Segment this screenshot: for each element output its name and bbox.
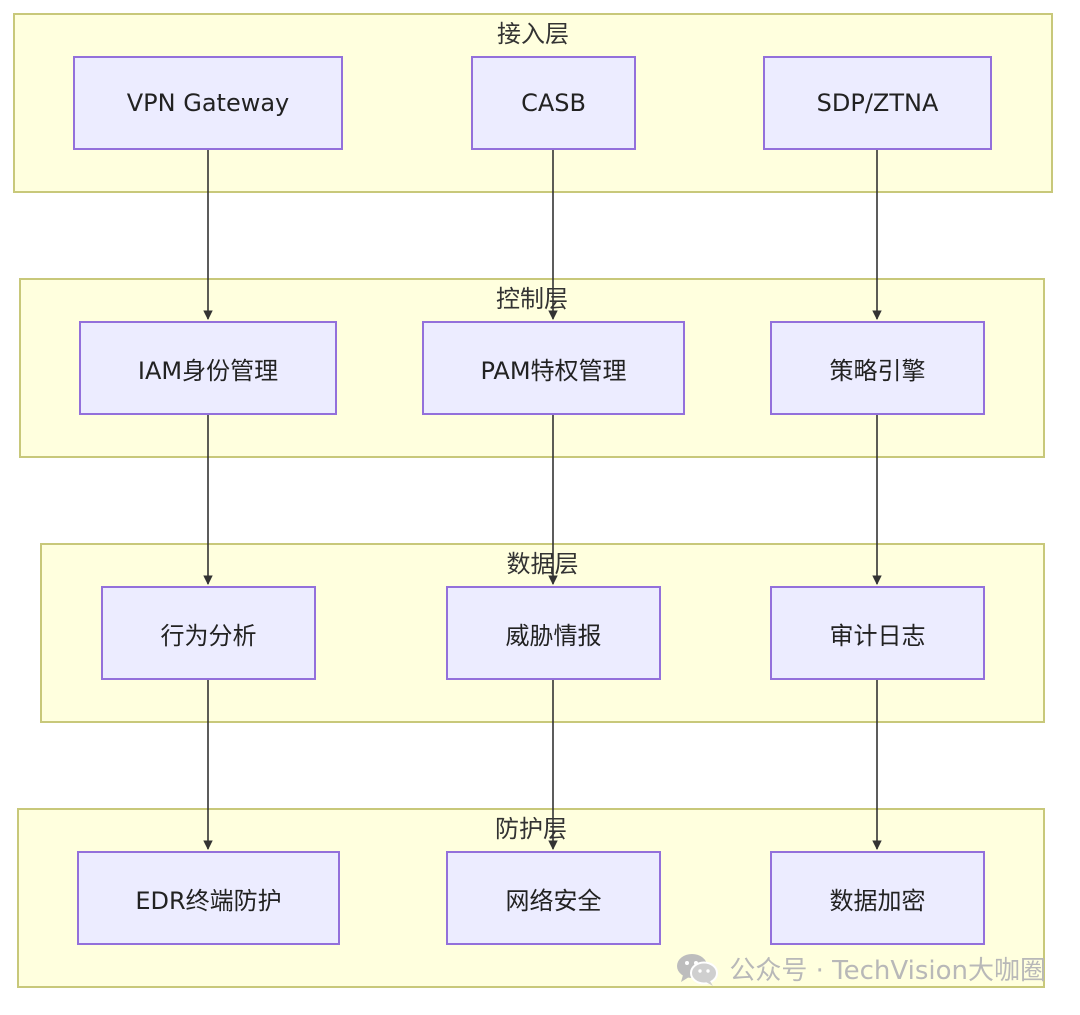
node-network-security[interactable]: 网络安全: [446, 851, 661, 945]
layer-title: 控制层: [496, 285, 568, 313]
layer-title: 接入层: [497, 20, 569, 48]
node-behavior-analysis[interactable]: 行为分析: [101, 586, 316, 680]
node-data-encryption[interactable]: 数据加密: [770, 851, 985, 945]
node-audit-log[interactable]: 审计日志: [770, 586, 985, 680]
layer-title: 防护层: [495, 815, 567, 843]
layer-title: 数据层: [506, 550, 579, 578]
node-edr[interactable]: EDR终端防护: [77, 851, 340, 945]
node-pam[interactable]: PAM特权管理: [422, 321, 685, 415]
node-threat-intel[interactable]: 威胁情报: [446, 586, 661, 680]
node-policy-engine[interactable]: 策略引擎: [770, 321, 985, 415]
node-iam[interactable]: IAM身份管理: [79, 321, 337, 415]
watermark-text: 公众号 · TechVision大咖圈: [729, 956, 1046, 986]
watermark: 公众号 · TechVision大咖圈: [675, 950, 1046, 987]
wechat-icon: [677, 953, 719, 986]
node-sdp-ztna[interactable]: SDP/ZTNA: [763, 56, 992, 150]
node-vpn-gateway[interactable]: VPN Gateway: [73, 56, 343, 150]
node-casb[interactable]: CASB: [471, 56, 636, 150]
